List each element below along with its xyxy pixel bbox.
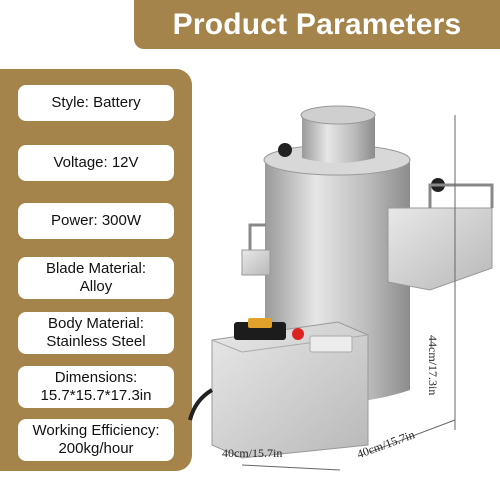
spec-working-efficiency-text: Working Efficiency: 200kg/hour — [32, 422, 160, 457]
top-chute — [302, 115, 375, 163]
spec-blade-material-text: Blade Material: Alloy — [45, 260, 147, 295]
width-dimension-label: 40cm/15.7in — [222, 446, 283, 460]
width-dimension-line — [241, 464, 341, 471]
spec-voltage-text: Voltage: 12V — [53, 154, 139, 171]
page-title: Product Parameters — [172, 7, 462, 41]
spec-voltage: Voltage: 12V — [18, 145, 174, 181]
peeler-machine-image — [188, 105, 494, 471]
stop-button — [292, 328, 304, 340]
spec-dimensions: Dimensions: 15.7*15.7*17.3in — [18, 366, 174, 408]
spec-body-material: Body Material: Stainless Steel — [18, 312, 174, 354]
control-box — [211, 321, 369, 459]
title-banner: Product Parameters — [134, 0, 500, 49]
spec-style: Style: Battery — [18, 85, 174, 121]
switch-cover — [309, 335, 353, 353]
spec-power: Power: 300W — [18, 203, 174, 239]
height-dimension-label: 44cm/17.3in — [426, 335, 440, 396]
spec-dimensions-text: Dimensions: 15.7*15.7*17.3in — [40, 369, 152, 404]
drain-box — [241, 249, 271, 276]
spec-blade-material: Blade Material: Alloy — [18, 257, 174, 299]
depth-dimension-line — [369, 419, 456, 453]
left-knob — [278, 143, 292, 157]
spec-body-material-text: Body Material: Stainless Steel — [46, 315, 146, 350]
spec-style-text: Style: Battery — [51, 94, 141, 111]
spec-panel: Style: Battery Voltage: 12V Power: 300W … — [0, 69, 192, 471]
spec-power-text: Power: 300W — [50, 212, 142, 229]
power-cable — [188, 388, 214, 421]
outlet-box — [387, 207, 493, 291]
spec-working-efficiency: Working Efficiency: 200kg/hour — [18, 419, 174, 461]
switch-block — [234, 322, 286, 340]
